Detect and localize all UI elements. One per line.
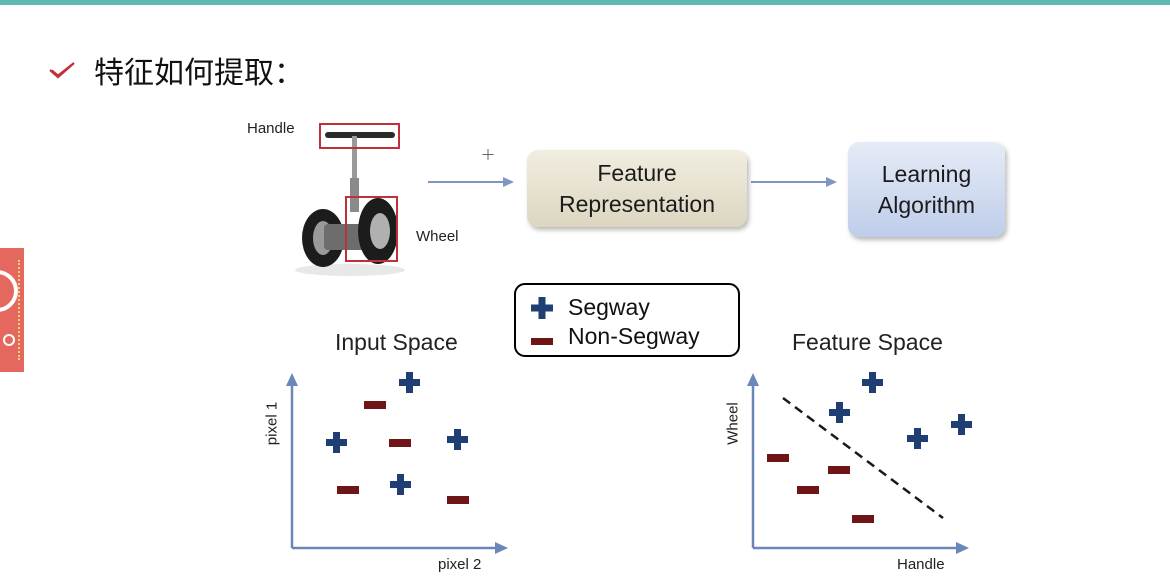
handle-label: Handle: [247, 120, 295, 137]
checkmark-icon: [49, 62, 75, 79]
segway-image: [295, 132, 405, 276]
legend-item-segway: Segway: [530, 294, 650, 321]
side-tab-dot-icon: [3, 334, 15, 346]
legend-item-non-segway: Non-Segway: [530, 323, 700, 350]
minus-marker-icon: [531, 337, 553, 345]
input-minus-marker: [337, 486, 359, 494]
feature-minus-marker: [852, 515, 874, 523]
input-space-y-arrowhead: [286, 373, 298, 386]
wheel-highlight-box: [345, 196, 398, 262]
decision-boundary-line: [782, 397, 944, 519]
input-plus-marker: [399, 372, 420, 393]
input-plus-marker: [447, 429, 468, 450]
side-tab-dotted-edge: [16, 260, 20, 360]
feature-plus-marker: [862, 372, 883, 393]
side-tab[interactable]: [0, 248, 24, 372]
feature-plus-marker: [907, 428, 928, 449]
heading-text: 特征如何提取：: [94, 56, 304, 91]
feature-box-line-2: Representation: [559, 190, 715, 217]
feature-space-y-arrowhead: [747, 373, 759, 386]
feature-minus-marker: [828, 466, 850, 474]
input-minus-marker: [364, 401, 386, 409]
legend-segway-label: Segway: [568, 294, 650, 320]
learning-box-line-2: Algorithm: [877, 191, 976, 218]
input-space-title: Input Space: [335, 329, 458, 355]
top-accent-bar: [0, 0, 1170, 5]
legend-box: Segway Non-Segway: [514, 283, 740, 357]
input-space-x-arrowhead: [495, 542, 508, 554]
handle-highlight-box: [319, 123, 400, 149]
learning-box-line-1: Learning: [881, 160, 972, 187]
input-space-xlabel: pixel 2: [438, 556, 482, 573]
feature-representation-box: Feature Representation: [527, 150, 747, 227]
plus-marker-icon: [531, 296, 553, 319]
input-minus-marker: [389, 439, 411, 447]
crosshair-cursor-icon: [482, 149, 494, 160]
feature-space-title: Feature Space: [792, 329, 943, 355]
feature-plus-marker: [829, 402, 850, 423]
wheel-label: Wheel: [416, 228, 459, 245]
learning-algorithm-box: Learning Algorithm: [848, 142, 1005, 237]
feature-space-xlabel: Handle: [897, 556, 945, 573]
feature-space-x-arrowhead: [956, 542, 969, 554]
input-plus-marker: [390, 474, 411, 495]
feature-plus-marker: [951, 414, 972, 435]
input-space-axes: [290, 383, 498, 550]
input-minus-marker: [447, 496, 469, 504]
legend-non-segway-label: Non-Segway: [568, 323, 700, 349]
feature-minus-marker: [797, 486, 819, 494]
slide-heading: 特征如何提取：: [48, 50, 304, 91]
feature-box-line-1: Feature: [597, 159, 677, 186]
feature-minus-marker: [767, 454, 789, 462]
feature-space-axes: [751, 383, 959, 550]
input-plus-marker: [326, 432, 347, 453]
